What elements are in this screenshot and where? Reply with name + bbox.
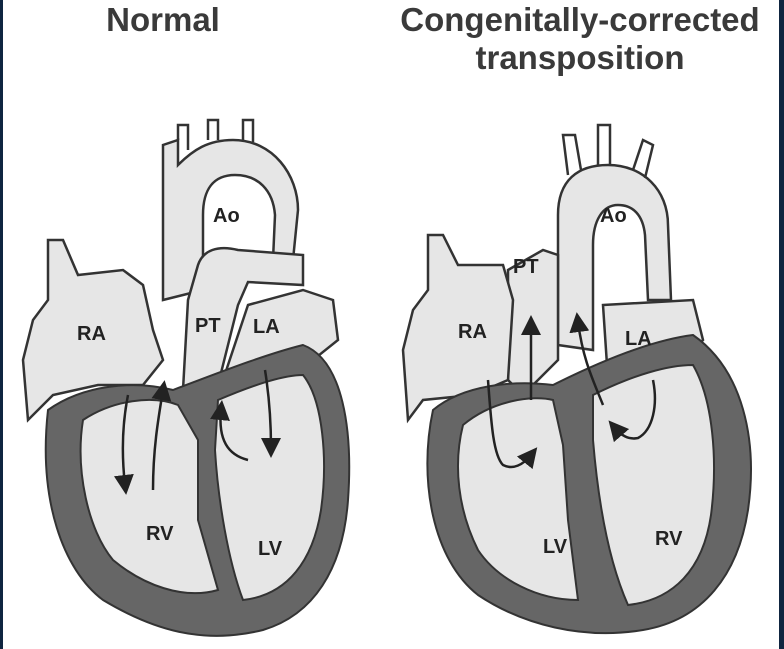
normal-label-ra: RA: [77, 323, 106, 345]
normal-label-la: LA: [253, 316, 280, 338]
normal-label-lv: LV: [258, 538, 283, 560]
figure-panel: Normal Congenitally-corrected transposit…: [3, 0, 779, 649]
cctga-label-pt: PT: [513, 256, 539, 278]
normal-heart: Ao RA PT LA RV LV: [23, 120, 349, 636]
normal-label-rv: RV: [146, 523, 174, 545]
cctga-label-rv: RV: [655, 528, 683, 550]
normal-label-pt: PT: [195, 315, 221, 337]
cctga-label-ra: RA: [458, 321, 487, 343]
heart-diagrams: Ao RA PT LA RV LV: [3, 0, 779, 649]
cctga-label-ao: Ao: [600, 205, 627, 227]
cctga-label-lv: LV: [543, 536, 568, 558]
cctga-label-la: LA: [625, 328, 652, 350]
normal-label-ao: Ao: [213, 205, 240, 227]
cctga-heart: Ao PT RA LA LV RV: [403, 125, 751, 633]
